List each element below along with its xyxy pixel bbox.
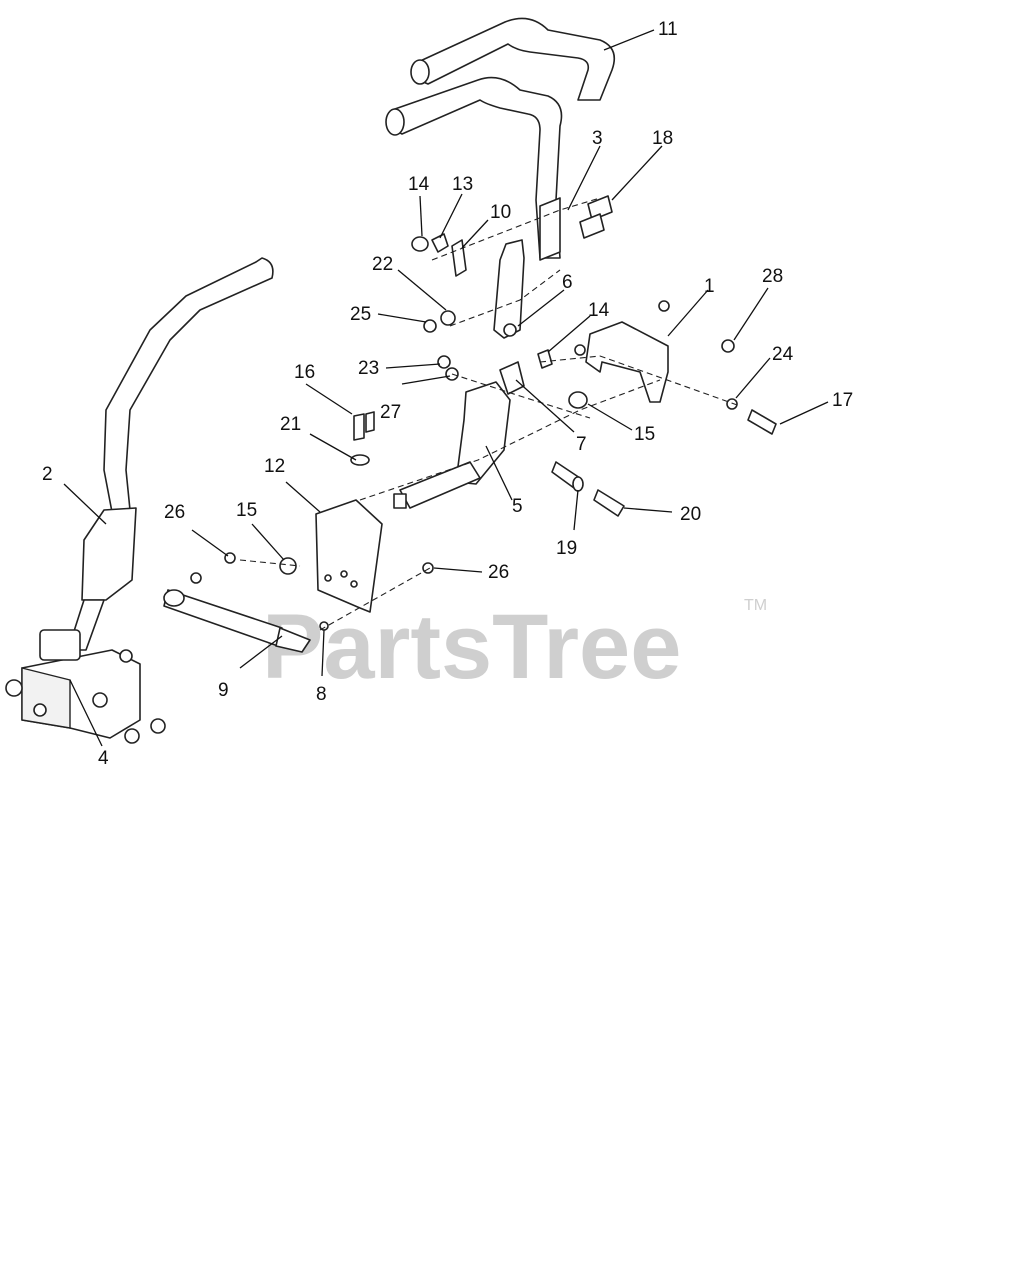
callout-22: 22 (372, 254, 393, 275)
assembly-lines (239, 197, 741, 631)
callout-19: 19 (556, 538, 577, 559)
callout-25: 25 (350, 304, 371, 325)
callout-9: 9 (218, 680, 229, 701)
callout-1: 1 (704, 276, 715, 297)
callout-15: 15 (634, 424, 655, 445)
callout-8: 8 (316, 684, 327, 705)
callout-14: 14 (408, 174, 430, 195)
part-11-handle (410, 17, 616, 101)
part-9-damper (163, 572, 311, 653)
hardware (224, 195, 777, 631)
callout-11: 11 (658, 19, 678, 40)
callout-5: 5 (512, 496, 523, 517)
callout-17: 17 (832, 390, 853, 411)
callout-10: 10 (490, 202, 511, 223)
part-1-bracket (574, 321, 669, 403)
callout-23: 23 (358, 358, 379, 379)
callout-15b: 15 (236, 500, 257, 521)
part-4-control-block (5, 629, 166, 744)
part-5-control-arm (393, 381, 511, 509)
callout-labels: 11 3 18 14 13 10 22 6 1 28 25 14 23 24 1… (42, 19, 853, 769)
part-12-plate (315, 499, 383, 613)
callout-21: 21 (280, 414, 301, 435)
callout-24: 24 (772, 344, 794, 365)
watermark-trademark: TM (744, 597, 767, 614)
part-3-handle (385, 76, 563, 261)
watermark-text: PartsTree (262, 596, 681, 698)
callout-20: 20 (680, 504, 701, 525)
callout-26: 26 (164, 502, 185, 523)
callout-16: 16 (294, 362, 315, 383)
callout-27: 27 (380, 402, 401, 423)
callout-7: 7 (576, 434, 587, 455)
callout-6: 6 (562, 272, 573, 293)
callout-12: 12 (264, 456, 285, 477)
callout-2: 2 (42, 464, 53, 485)
callout-26b: 26 (488, 562, 509, 583)
callout-28: 28 (762, 266, 783, 287)
leader-lines (63, 29, 829, 747)
callout-13: 13 (452, 174, 473, 195)
callout-4: 4 (98, 748, 109, 769)
callout-3: 3 (592, 128, 603, 149)
callout-14b: 14 (588, 300, 610, 321)
callout-18: 18 (652, 128, 673, 149)
part-6-pivot (503, 323, 517, 337)
